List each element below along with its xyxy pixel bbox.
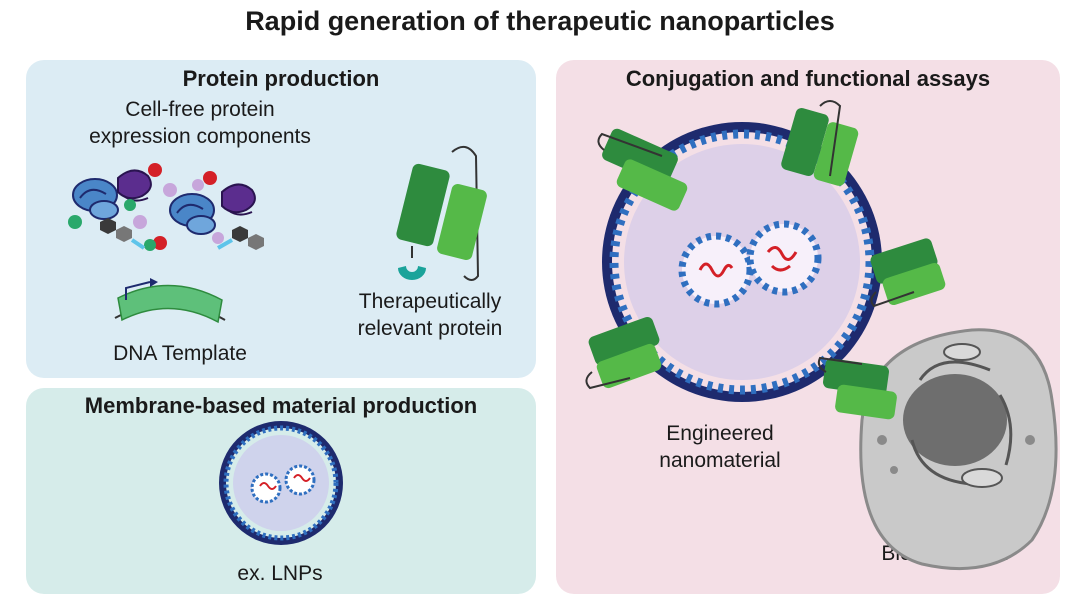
protein-icon [117,169,152,202]
therapeutic-protein-icon [396,145,487,281]
protein-icon [221,183,256,216]
nano-label-line2: nanomaterial [659,449,781,472]
molecule-dot [163,183,177,197]
conjugated-protein-icon [597,128,688,211]
rna-core-left [678,232,754,308]
cellfree-components-icon [68,163,264,251]
nucleotide-icon [100,218,146,250]
molecule-dot [144,239,156,251]
therapeutic-protein-label: Therapeutically relevant protein [330,288,530,342]
conjugated-protein-icon [585,316,662,390]
conjugated-protein-icon [870,238,946,308]
figure-title: Rapid generation of therapeutic nanopart… [245,6,835,36]
rna-core-right [746,220,822,296]
nano-label-line1: Engineered [666,422,774,445]
therapeutic-label-line2: relevant protein [357,317,503,340]
nucleus-icon [903,374,1007,466]
therapeutic-label-line1: Therapeutically [358,290,502,313]
lnp-small-icon [219,421,343,545]
conj-panel-title: Conjugation and functional assays [625,66,991,91]
ribosome-icon [169,193,216,235]
protein-panel-title: Protein production [182,66,380,91]
molecule-dot [133,215,147,229]
membrane-panel-title: Membrane-based material production [84,393,478,418]
dna-template-icon [114,278,226,324]
ribosome-icon [72,178,119,220]
conjugated-protein-icon [817,356,897,420]
molecule-dot [203,171,217,185]
biological-cell-icon [859,328,1058,570]
cellfree-label-line1: Cell-free protein [125,98,275,121]
molecule-dot [68,215,82,229]
cellfree-label-line2: expression components [89,125,311,148]
cellfree-label: Cell-free protein expression components [60,96,340,150]
mitochondrion-icon [961,468,1003,488]
molecule-dot [212,232,224,244]
lnp-label: ex. LNPs [237,562,323,585]
molecule-dot [124,199,136,211]
nanomaterial-label: Engineered nanomaterial [610,420,830,474]
molecule-dot [148,163,162,177]
conjugated-protein-icon [781,100,859,186]
molecule-dot [192,179,204,191]
dna-template-label: DNA Template [113,342,247,365]
molecule-dot [153,236,167,250]
nucleotide-icon [217,226,264,250]
mitochondrion-icon [943,343,981,361]
